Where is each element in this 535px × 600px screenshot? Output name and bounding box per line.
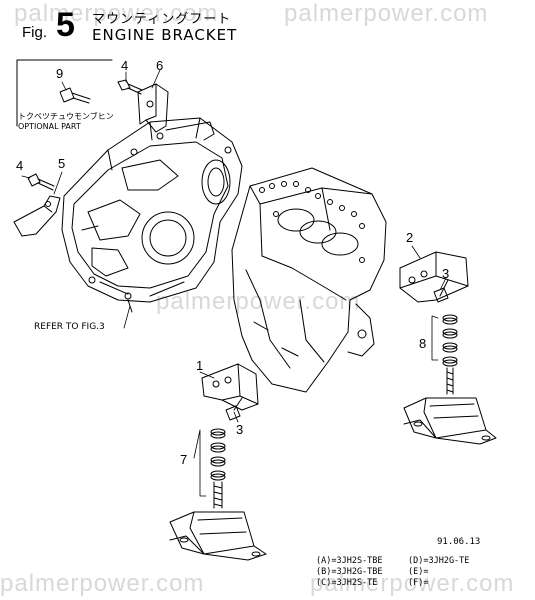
cylinder-block [231, 167, 387, 393]
callout-5: 5 [58, 156, 66, 171]
applicability-f: (F)= [408, 578, 429, 588]
watermark-bottom-left: palmerpower.com [0, 570, 205, 597]
flywheel-housing [61, 117, 243, 313]
bracket-5 [13, 195, 61, 237]
applicability-row: (C)=3JH2S-TE (F)= [316, 578, 469, 589]
bracket-6 [137, 83, 169, 133]
washer-stack-8 [442, 314, 458, 367]
optional-part-note: トクベツチュウモンブヒン OPTIONAL PART [18, 112, 114, 132]
drawing-date: 91.06.13 [437, 537, 481, 547]
applicability-d: (D)=3JH2G-TE [408, 556, 470, 566]
bolt-4-upper [117, 79, 143, 95]
optional-part-frame [16, 59, 113, 127]
optional-part-label-en: OPTIONAL PART [18, 122, 81, 131]
title-english: ENGINE BRACKET [92, 26, 238, 44]
watermark-bottom-right: palmerpower.com [310, 570, 515, 597]
callout-1: 1 [196, 358, 204, 373]
applicability-e: (E)= [408, 567, 429, 577]
figure-number: 5 [56, 6, 75, 44]
bolt-3-right [433, 279, 449, 303]
bolt-3-left [225, 397, 243, 421]
refer-to-fig-3: REFER TO FIG.3 [34, 322, 105, 332]
callout-3-left: 3 [236, 422, 244, 437]
callout-4-left: 4 [16, 158, 24, 173]
applicability-b: (B)=3JH2G-TBE [316, 567, 383, 577]
applicability-c: (C)=3JH2S-TE [316, 578, 378, 588]
title-japanese: マウンティングフート [92, 12, 232, 27]
applicability-row: (A)=3JH2S-TBE (D)=3JH2G-TE [316, 556, 469, 567]
leader-lines [21, 69, 447, 497]
callout-8: 8 [419, 336, 427, 351]
optional-part-label-jp: トクベツチュウモンブヒン [18, 112, 114, 121]
watermark-middle: palmerpower.com [156, 288, 361, 315]
callout-2: 2 [406, 230, 414, 245]
watermark-top-left: palmerpower.com [14, 0, 219, 27]
model-applicability-table: (A)=3JH2S-TBE(D)=3JH2G-TE (B)=3JH2G-TBE(… [316, 556, 469, 589]
callout-6: 6 [156, 58, 164, 73]
callout-4-upper: 4 [121, 58, 129, 73]
figure-prefix: Fig. [22, 24, 48, 41]
bracket-2 [399, 251, 469, 303]
applicability-a: (A)=3JH2S-TBE [316, 556, 383, 566]
bracket-1 [201, 363, 259, 411]
callout-7: 7 [180, 452, 188, 467]
callout-9: 9 [56, 66, 64, 81]
washer-stack-7 [210, 428, 226, 481]
callout-3-right: 3 [442, 266, 450, 281]
rubber-mount-left [169, 481, 267, 561]
rubber-mount-right [403, 367, 497, 445]
bolt-9 [59, 87, 91, 104]
watermark-top-right: palmerpower.com [284, 0, 489, 27]
applicability-row: (B)=3JH2G-TBE (E)= [316, 567, 469, 578]
bolt-4-left [27, 173, 55, 191]
